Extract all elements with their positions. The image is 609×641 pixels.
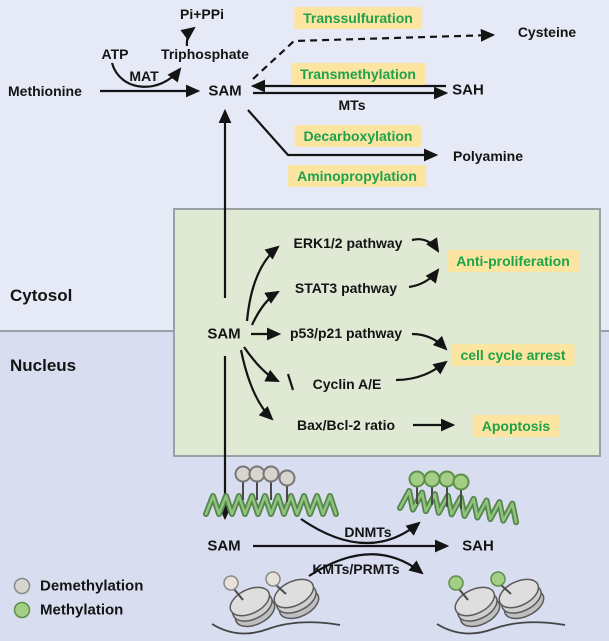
cyclin-label: Cyclin A/E [312, 376, 382, 392]
demethylation-legend-icon [13, 577, 31, 595]
sam-bottom-label: SAM [207, 537, 241, 555]
methylation-mark-icon [408, 470, 426, 488]
sam-to-erk-arrow [245, 245, 280, 322]
demethylated-marks [234, 465, 296, 502]
mat-reaction-arc [110, 62, 182, 88]
demethylation-mark-icon [223, 575, 239, 591]
nucleus-arrows [253, 518, 450, 577]
p53-to-cellcyclearrest-arrow [411, 332, 448, 351]
demethylation-mark-icon [248, 465, 266, 483]
sam-to-bax-arrow [239, 349, 274, 421]
dna-thread-icon [211, 621, 341, 635]
demethylation-mark-icon [265, 571, 281, 587]
methionine-label: Methionine [8, 83, 82, 99]
histones-unmethylated [211, 571, 341, 635]
methylated-marks [408, 470, 470, 509]
dna-helix-icon [203, 493, 339, 517]
histones-methylated [436, 571, 566, 635]
demethylation-mark-icon [234, 465, 252, 483]
sah-bottom-label: SAH [462, 537, 494, 555]
kmts-prmts-enzyme-label: KMTs/PRMTs [312, 561, 400, 577]
methylation-mark-icon [423, 470, 441, 488]
cysteine-label: Cysteine [517, 24, 577, 40]
polyamine-label: Polyamine [452, 148, 524, 164]
cell-cycle-arrest-tag: cell cycle arrest [451, 344, 575, 366]
histone-icon [273, 578, 320, 620]
aminopropylation-tag: Aminopropylation [288, 165, 426, 187]
methylation-mark-icon [452, 473, 470, 491]
top-pathway-arrows [100, 26, 496, 162]
legend-methylation-label: Methylation [40, 601, 124, 619]
triphosphate-label: Triphosphate [161, 46, 249, 62]
pi-ppi-release-arrow [180, 26, 196, 47]
dnmts-arrow [300, 518, 421, 545]
nucleus-label: Nucleus [10, 356, 77, 375]
apoptosis-tag: Apoptosis [472, 415, 560, 437]
cyclin-to-cellcyclearrest-arrow [395, 360, 448, 382]
bax-bcl2-label: Bax/Bcl-2 ratio [296, 417, 396, 433]
kmts-prmts-arrow [308, 553, 424, 577]
dna-methylated [397, 470, 520, 526]
sam-top-label: SAM [208, 82, 242, 100]
p53-pathway-label: p53/p21 pathway [289, 325, 403, 341]
cytosol-label: Cytosol [10, 286, 73, 305]
sam-signaling-label: SAM [207, 325, 241, 343]
decarboxylation-tag: Decarboxylation [294, 125, 422, 147]
dna-unmethylated [203, 465, 339, 517]
methylation-mark-icon [490, 571, 506, 587]
demethylation-mark-icon [262, 465, 280, 483]
methylation-legend-icon [13, 601, 31, 619]
pi-ppi-label: Pi+PPi [180, 6, 224, 22]
histone-icon [454, 586, 501, 628]
stat3-to-antiproliferation-arrow [408, 268, 440, 289]
sam-to-cyclin-arrow [243, 346, 280, 382]
legend-demethylation-label: Demethylation [40, 577, 144, 595]
mts-enzyme-label: MTs [338, 97, 366, 113]
demethylation-mark-icon [278, 469, 296, 487]
erk-pathway-label: ERK1/2 pathway [293, 235, 403, 251]
signaling-arrows [239, 237, 456, 432]
erk-to-antiproliferation-arrow [411, 237, 440, 253]
methylation-mark-icon [448, 575, 464, 591]
transsulfuration-tag: Transsulfuration [294, 7, 422, 29]
cyclin-inhibition-bar [286, 373, 295, 391]
methylation-mark-icon [438, 470, 456, 488]
anti-proliferation-tag: Anti-proliferation [447, 250, 579, 272]
stat3-pathway-label: STAT3 pathway [294, 280, 398, 296]
sam-to-polyamine-arrow [247, 109, 439, 162]
sam-to-stat3-arrow [251, 290, 280, 326]
transsulfuration-dashed-arrow [252, 28, 496, 80]
histone-icon [498, 578, 545, 620]
atp-label: ATP [101, 46, 129, 62]
sah-top-label: SAH [452, 81, 484, 99]
dnmts-enzyme-label: DNMTs [344, 524, 392, 540]
mat-enzyme-label: MAT [129, 68, 159, 84]
dna-thread-icon [436, 621, 566, 635]
transmethylation-tag: Transmethylation [291, 63, 425, 85]
